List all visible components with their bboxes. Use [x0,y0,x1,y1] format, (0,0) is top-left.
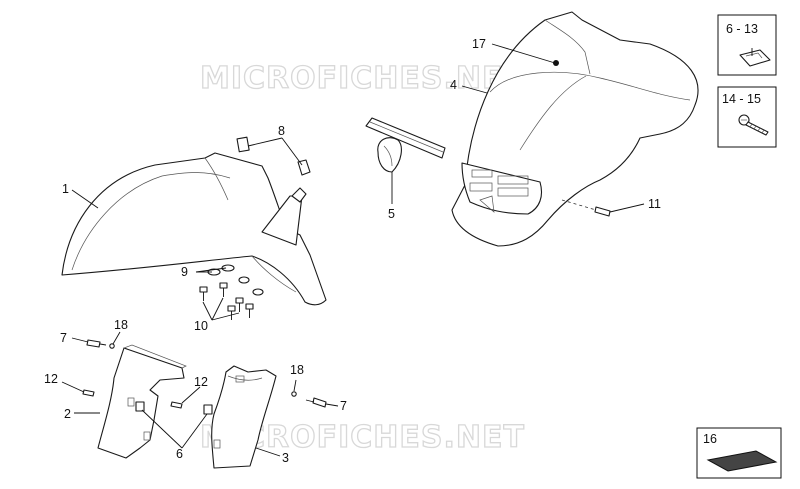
inset-screw-box: 14 - 15 [717,86,777,148]
callout-9: 9 [181,265,188,279]
callout-18-right: 18 [290,363,304,377]
grommets-and-screws [199,264,264,320]
callout-12-right: 12 [194,375,208,389]
small-fasteners [82,339,327,409]
screw-11 [561,199,611,217]
leader-lines [61,43,645,457]
inset-clip-box: 6 - 13 [717,14,777,76]
inset-screw-label: 14 - 15 [722,92,761,106]
inset-pad-label: 16 [703,432,717,446]
sticker-dot [553,60,559,66]
front-shield [451,11,699,247]
inner-cover-right [211,365,277,469]
callout-4: 4 [450,78,457,92]
callout-3: 3 [282,451,289,465]
callout-labels: 1 8 9 10 17 4 5 11 7 18 12 2 12 6 18 7 3 [44,37,661,465]
clip-nuts [135,401,213,415]
callout-2: 2 [64,407,71,421]
inset-pad-box: 16 [696,427,782,479]
callout-5: 5 [388,207,395,221]
emblem [365,117,446,173]
callout-17: 17 [472,37,486,51]
callout-11: 11 [648,197,661,211]
callout-1: 1 [62,182,69,196]
callout-10: 10 [194,319,208,333]
callout-7-left: 7 [60,331,67,345]
inset-clip-label: 6 - 13 [726,22,758,36]
callout-18-left: 18 [114,318,128,332]
callout-7-right: 7 [340,399,347,413]
callout-12-left: 12 [44,372,58,386]
callout-8: 8 [278,124,285,138]
front-mudguard [61,152,327,306]
callout-6: 6 [176,447,183,461]
watermark-top: MICROFICHES.NET [200,61,525,96]
